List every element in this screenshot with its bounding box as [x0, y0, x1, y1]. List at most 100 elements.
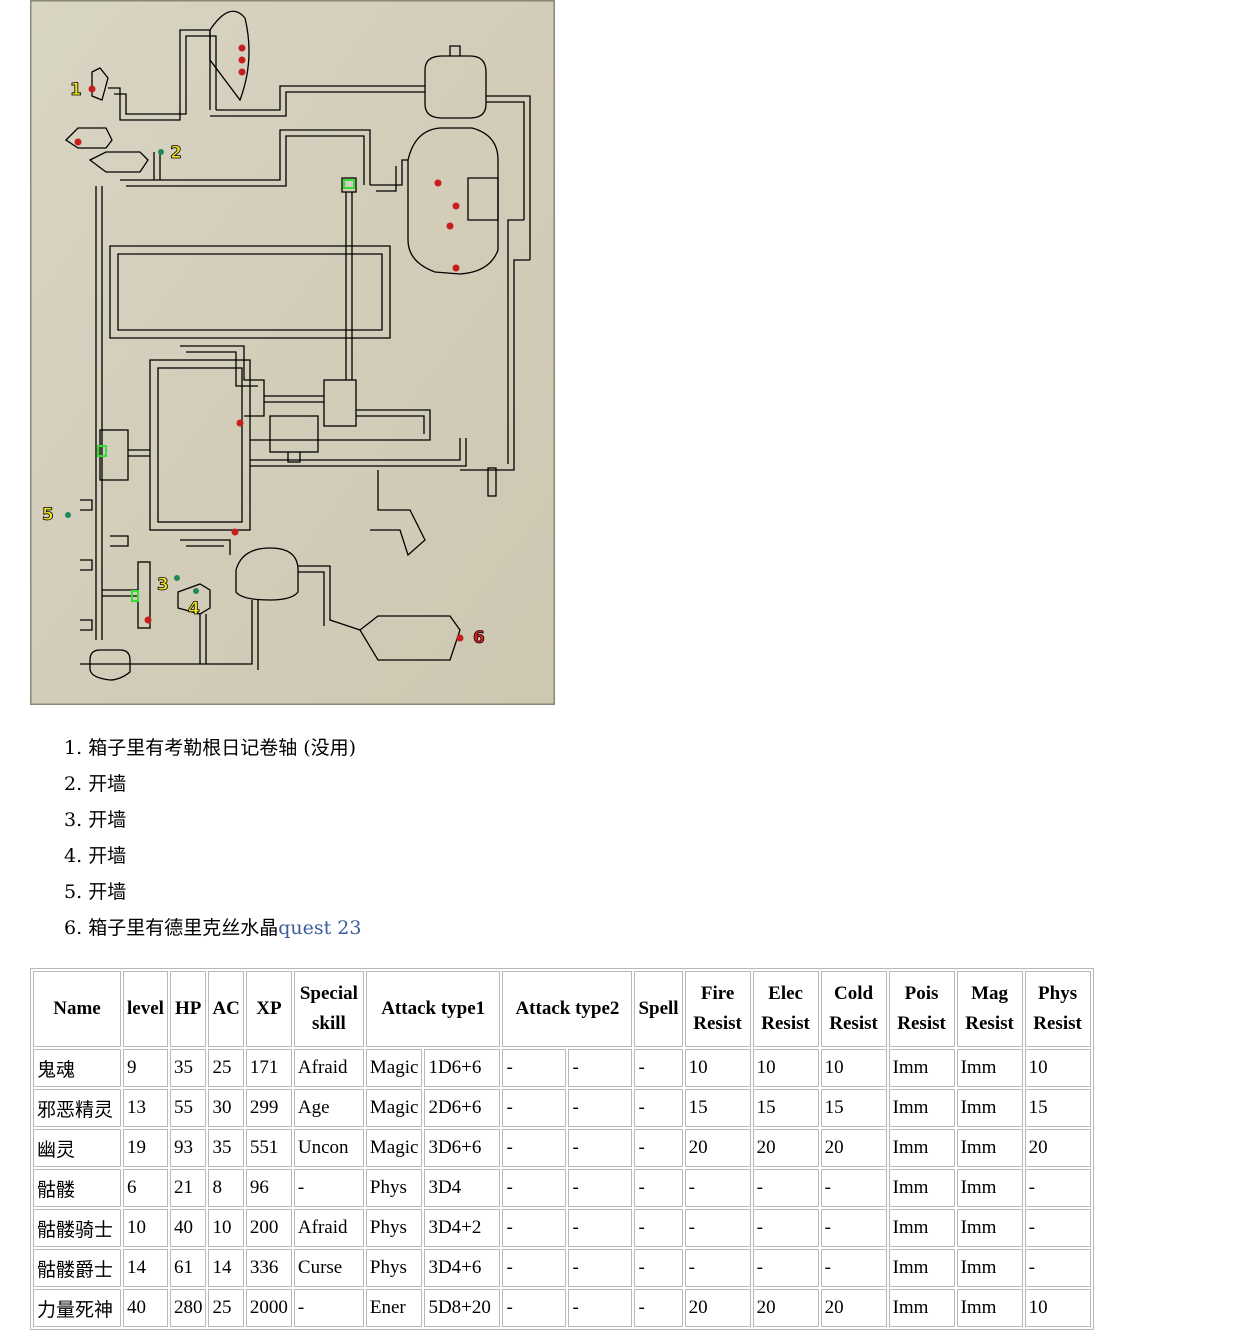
- note-text: 开墙: [88, 773, 127, 795]
- table-cell: 15: [752, 1089, 819, 1127]
- table-cell: Afraid: [293, 1209, 364, 1247]
- table-cell: Phys: [365, 1169, 423, 1207]
- table-cell: Imm: [956, 1209, 1023, 1247]
- table-cell: 35: [208, 1129, 244, 1167]
- table-cell: 19: [123, 1129, 168, 1167]
- note-number: 1.: [64, 737, 83, 759]
- map-background: [30, 0, 555, 705]
- table-cell: 3D4+6: [424, 1249, 501, 1287]
- table-cell: -: [568, 1249, 633, 1287]
- col-name: Name: [33, 971, 121, 1047]
- table-cell: 10: [684, 1049, 751, 1087]
- table-cell: 13: [123, 1089, 168, 1127]
- table-cell: -: [502, 1209, 567, 1247]
- table-cell: -: [1024, 1249, 1091, 1287]
- table-cell: 3D4: [424, 1169, 501, 1207]
- table-cell: -: [634, 1249, 683, 1287]
- map-marker-6: 6: [473, 628, 485, 648]
- col-cold-resist: Cold Resist: [820, 971, 887, 1047]
- table-cell: 35: [169, 1049, 207, 1087]
- note-item: 1. 箱子里有考勒根日记卷轴 (没用): [64, 730, 361, 766]
- table-cell: 10: [208, 1209, 244, 1247]
- table-cell: 25: [208, 1049, 244, 1087]
- quest-link[interactable]: quest 23: [278, 917, 362, 939]
- table-cell: 96: [245, 1169, 292, 1207]
- table-cell: Imm: [956, 1249, 1023, 1287]
- table-cell: -: [752, 1209, 819, 1247]
- table-cell: 骷髅骑士: [33, 1209, 121, 1247]
- table-cell: Magic: [365, 1129, 423, 1167]
- map-marker-2: 2: [170, 143, 182, 163]
- table-cell: 骷髅: [33, 1169, 121, 1207]
- note-text: 开墙: [88, 845, 127, 867]
- table-cell: 10: [820, 1049, 887, 1087]
- dungeon-map: 1 2 3 4 5 6: [30, 0, 555, 705]
- table-cell: Imm: [888, 1089, 955, 1127]
- table-cell: 280: [169, 1289, 207, 1327]
- table-cell: -: [502, 1169, 567, 1207]
- table-cell: 5D8+20: [424, 1289, 501, 1327]
- table-cell: 2000: [245, 1289, 292, 1327]
- map-marker-1: 1: [70, 80, 82, 100]
- table-cell: Magic: [365, 1049, 423, 1087]
- note-text: 箱子里有德里克丝水晶: [88, 917, 279, 939]
- map-door-markers: [97, 179, 355, 602]
- col-attack-type1: Attack type1: [365, 971, 501, 1047]
- col-elec-resist: Elec Resist: [752, 971, 819, 1047]
- table-cell: Ener: [365, 1289, 423, 1327]
- table-cell: -: [293, 1169, 364, 1207]
- table-cell: 30: [208, 1089, 244, 1127]
- note-item: 3. 开墙: [64, 802, 361, 838]
- table-cell: 3D6+6: [424, 1129, 501, 1167]
- table-cell: Afraid: [293, 1049, 364, 1087]
- table-cell: 9: [123, 1049, 168, 1087]
- map-marker-4: 4: [188, 599, 200, 619]
- col-phys-resist: Phys Resist: [1024, 971, 1091, 1047]
- table-cell: Magic: [365, 1089, 423, 1127]
- table-cell: Curse: [293, 1249, 364, 1287]
- col-attack-type2: Attack type2: [502, 971, 633, 1047]
- table-cell: -: [634, 1169, 683, 1207]
- table-cell: 14: [123, 1249, 168, 1287]
- table-cell: 299: [245, 1089, 292, 1127]
- col-mag-resist: Mag Resist: [956, 971, 1023, 1047]
- table-cell: -: [502, 1129, 567, 1167]
- col-special-skill: Special skill: [293, 971, 364, 1047]
- table-cell: 15: [820, 1089, 887, 1127]
- table-cell: Uncon: [293, 1129, 364, 1167]
- map-walls: [64, 10, 531, 681]
- table-cell: 10: [752, 1049, 819, 1087]
- table-cell: -: [293, 1289, 364, 1327]
- monster-table: Name level HP AC XP Special skill Attack…: [30, 968, 1094, 1330]
- note-text: 箱子里有考勒根日记卷轴 (没用): [88, 737, 357, 759]
- table-cell: Imm: [888, 1249, 955, 1287]
- table-cell: Imm: [888, 1289, 955, 1327]
- table-cell: 邪恶精灵: [33, 1089, 121, 1127]
- table-cell: 力量死神: [33, 1289, 121, 1327]
- table-cell: 10: [1024, 1289, 1091, 1327]
- table-cell: 2D6+6: [424, 1089, 501, 1127]
- table-cell: -: [568, 1209, 633, 1247]
- note-item: 6. 箱子里有德里克丝水晶quest 23: [64, 910, 361, 946]
- table-cell: 3D4+2: [424, 1209, 501, 1247]
- table-cell: 15: [684, 1089, 751, 1127]
- col-spell: Spell: [634, 971, 683, 1047]
- table-cell: Imm: [956, 1289, 1023, 1327]
- table-cell: -: [568, 1049, 633, 1087]
- table-cell: -: [820, 1249, 887, 1287]
- table-cell: 55: [169, 1089, 207, 1127]
- table-cell: 鬼魂: [33, 1049, 121, 1087]
- table-cell: 20: [684, 1129, 751, 1167]
- table-cell: Phys: [365, 1209, 423, 1247]
- table-cell: -: [1024, 1169, 1091, 1207]
- table-cell: -: [752, 1249, 819, 1287]
- col-ac: AC: [208, 971, 244, 1047]
- table-cell: Imm: [956, 1049, 1023, 1087]
- note-number: 6.: [64, 917, 83, 939]
- table-cell: Imm: [888, 1129, 955, 1167]
- table-cell: 40: [169, 1209, 207, 1247]
